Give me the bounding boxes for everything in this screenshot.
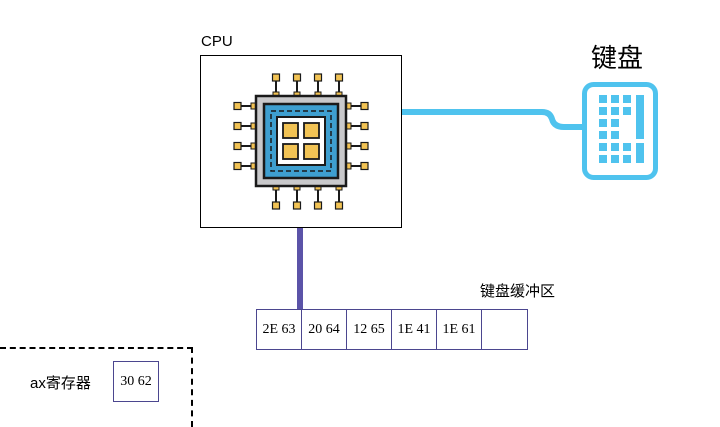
keyboard-icon xyxy=(582,82,658,180)
keyboard-cable xyxy=(402,109,592,130)
register-value: 30 62 xyxy=(113,361,159,402)
cpu-buffer-bus xyxy=(297,228,303,310)
cpu-chip-icon xyxy=(233,73,369,210)
register-label: ax寄存器 xyxy=(30,375,91,392)
buffer-cell: 2E 63 xyxy=(257,310,302,349)
buffer-cell: 12 65 xyxy=(347,310,392,349)
buffer-cell: 20 64 xyxy=(302,310,347,349)
buffer-cell xyxy=(482,310,527,349)
cpu-label: CPU xyxy=(201,33,233,50)
keyboard-buffer: 2E 63 20 64 12 65 1E 41 1E 61 xyxy=(256,309,528,350)
buffer-cell: 1E 61 xyxy=(437,310,482,349)
buffer-label: 键盘缓冲区 xyxy=(480,283,556,300)
keyboard-label: 键盘 xyxy=(591,43,644,73)
cpu-box xyxy=(200,55,402,228)
register-area xyxy=(0,347,193,427)
buffer-cell: 1E 41 xyxy=(392,310,437,349)
